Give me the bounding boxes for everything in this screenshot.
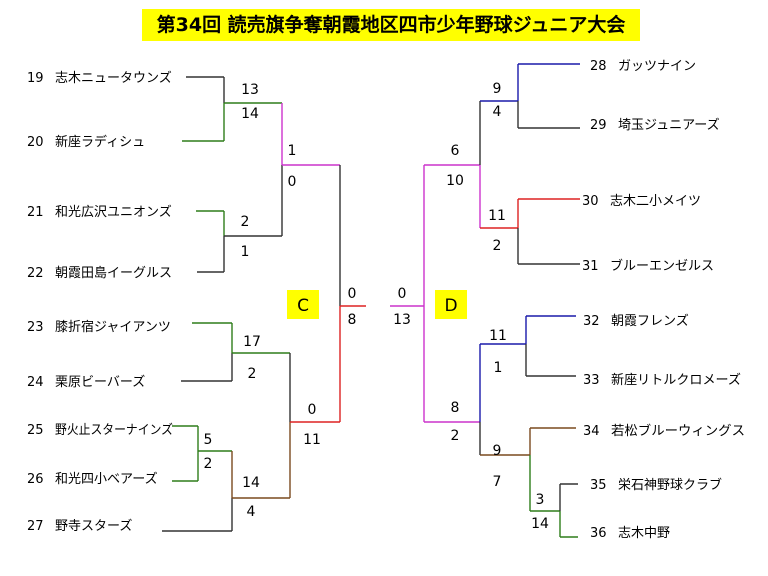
score-d2-31: 2 xyxy=(493,238,502,254)
team-19-name: 志木ニュータウンズ xyxy=(55,70,172,86)
team-35-name: 栄石神野球クラブ xyxy=(618,477,722,493)
score-m6-26: 14 xyxy=(242,475,260,491)
team-24-name: 栗原ビーバーズ xyxy=(55,374,145,390)
team-21-number: 21 xyxy=(27,205,44,220)
score-d6-34: 9 xyxy=(493,443,502,459)
team-22-name: 朝霞田島イーグルス xyxy=(55,266,172,281)
team-28-number: 28 xyxy=(590,59,607,74)
team-35-number: 35 xyxy=(590,478,607,493)
tournament-title: 第34回 読売旗争奪朝霞地区四市少年野球ジュニア大会 xyxy=(142,9,640,41)
team-19-number: 19 xyxy=(27,71,44,86)
score-d4-32: 11 xyxy=(489,328,507,344)
team-20-name: 新座ラディシュ xyxy=(55,134,145,150)
score-d5-35: 3 xyxy=(536,492,545,508)
block-d-label: D xyxy=(444,296,457,316)
team-29-number: 29 xyxy=(590,118,607,133)
score-m4-24: 2 xyxy=(248,366,257,382)
score-df-bot: 13 xyxy=(393,312,411,328)
score-m5-26: 2 xyxy=(204,456,213,472)
score-d6-36: 7 xyxy=(493,474,502,490)
team-33-name: 新座リトルクロメーズ xyxy=(611,372,741,388)
team-36-name: 志木中野 xyxy=(618,526,670,541)
team-34-number: 34 xyxy=(583,424,600,439)
score-cf-top: 0 xyxy=(348,286,357,302)
team-25-name: 野火止スターナインズ xyxy=(55,422,173,438)
team-21-name: 和光広沢ユニオンズ xyxy=(55,204,172,220)
score-d7-34: 2 xyxy=(451,428,460,444)
team-30-name: 志木二小メイツ xyxy=(610,194,701,209)
score-m5-25: 5 xyxy=(204,432,213,448)
score-m3-21: 0 xyxy=(288,174,297,190)
team-26-number: 26 xyxy=(27,472,44,487)
block-d-label-bg xyxy=(435,290,467,319)
score-d4-33: 1 xyxy=(494,360,503,376)
team-23-number: 23 xyxy=(27,320,44,335)
team-20-number: 20 xyxy=(27,135,44,150)
score-m6-27: 4 xyxy=(247,504,256,520)
score-df-top: 0 xyxy=(398,286,407,302)
score-m2-21: 2 xyxy=(241,214,250,230)
team-27-name: 野寺スターズ xyxy=(55,518,132,534)
score-m7-23: 0 xyxy=(308,402,317,418)
score-m2-22: 1 xyxy=(241,244,250,260)
score-m3-20: 1 xyxy=(288,143,297,159)
score-list: 1314211017252144011089411261011131497820… xyxy=(204,81,549,532)
score-d5-36: 14 xyxy=(531,516,549,532)
team-23-name: 膝折宿ジャイアンツ xyxy=(55,319,171,335)
score-m7-26: 11 xyxy=(303,432,321,448)
team-31-number: 31 xyxy=(582,259,599,274)
team-32-name: 朝霞フレンズ xyxy=(611,313,689,329)
team-30-number: 30 xyxy=(582,194,599,209)
team-32-number: 32 xyxy=(583,314,600,329)
block-c-label: C xyxy=(297,296,309,316)
score-d3-28: 6 xyxy=(451,143,460,159)
score-d1-28: 9 xyxy=(493,81,502,97)
team-33-number: 33 xyxy=(583,373,600,388)
team-22-number: 22 xyxy=(27,266,44,281)
score-m4-23: 17 xyxy=(243,334,261,350)
team-31-name: ブルーエンゼルス xyxy=(610,258,714,274)
team-36-number: 36 xyxy=(590,526,607,541)
team-26-name: 和光四小ベアーズ xyxy=(55,471,158,487)
team-34-name: 若松ブルーウィングス xyxy=(611,423,745,439)
team-29-name: 埼玉ジュニアーズ xyxy=(618,117,720,133)
bracket-labels: C D xyxy=(287,290,467,319)
score-d2-30: 11 xyxy=(488,208,506,224)
team-25-number: 25 xyxy=(27,423,44,438)
score-m1-19: 13 xyxy=(241,82,259,98)
team-24-number: 24 xyxy=(27,375,44,390)
score-d3-30: 10 xyxy=(446,173,464,189)
score-cf-bot: 8 xyxy=(348,312,357,328)
score-m1-20: 14 xyxy=(241,106,259,122)
bracket-lines xyxy=(162,63,580,538)
team-28-name: ガッツナイン xyxy=(618,59,696,74)
team-27-number: 27 xyxy=(27,519,44,534)
score-d1-29: 4 xyxy=(493,104,502,120)
block-c-label-bg xyxy=(287,290,319,319)
score-d7-32: 8 xyxy=(451,400,460,416)
